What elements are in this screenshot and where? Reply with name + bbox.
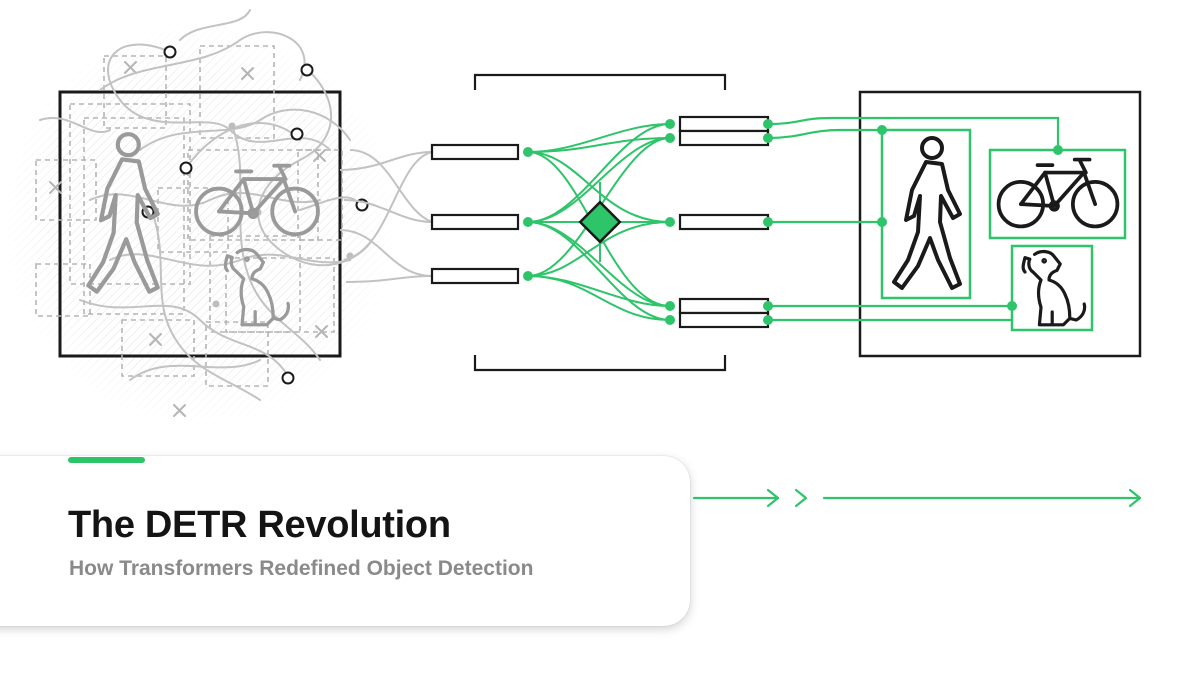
clutter-curves (39, 9, 373, 401)
arrow-right-icon (766, 488, 780, 508)
clutter-x-marks (49, 61, 328, 417)
input-image-frame (58, 90, 342, 358)
bicycle-icon (996, 157, 1120, 229)
bicycle-box (988, 148, 1127, 240)
page-title: The DETR Revolution (68, 504, 451, 546)
output-scene (763, 90, 1142, 358)
output-links (767, 116, 1060, 322)
person-walking-icon (894, 138, 960, 288)
detection-boxes (880, 128, 1127, 332)
bracket-bottom (473, 355, 727, 372)
merge-lines (339, 149, 433, 283)
dog-box (1010, 244, 1094, 332)
person-box (880, 128, 972, 300)
title-card (0, 456, 690, 626)
transformer-block (430, 73, 770, 372)
candidate-boxes (35, 45, 343, 387)
matching-edges (527, 123, 671, 321)
dog-sitting-icon (1021, 249, 1087, 327)
prediction-slots (678, 115, 770, 329)
chevron-right-icon (794, 488, 808, 508)
page-subtitle: How Transformers Redefined Object Detect… (69, 557, 534, 580)
bracket-top (473, 73, 727, 90)
progress-arrows (692, 488, 1142, 508)
matching-nodes (523, 119, 675, 325)
output-image-frame (858, 90, 1142, 358)
input-scene (0, 9, 433, 430)
query-slots (430, 143, 520, 285)
arrow-right-icon (1128, 488, 1142, 508)
accent-bar (68, 457, 145, 463)
diamond-icon (578, 200, 622, 244)
